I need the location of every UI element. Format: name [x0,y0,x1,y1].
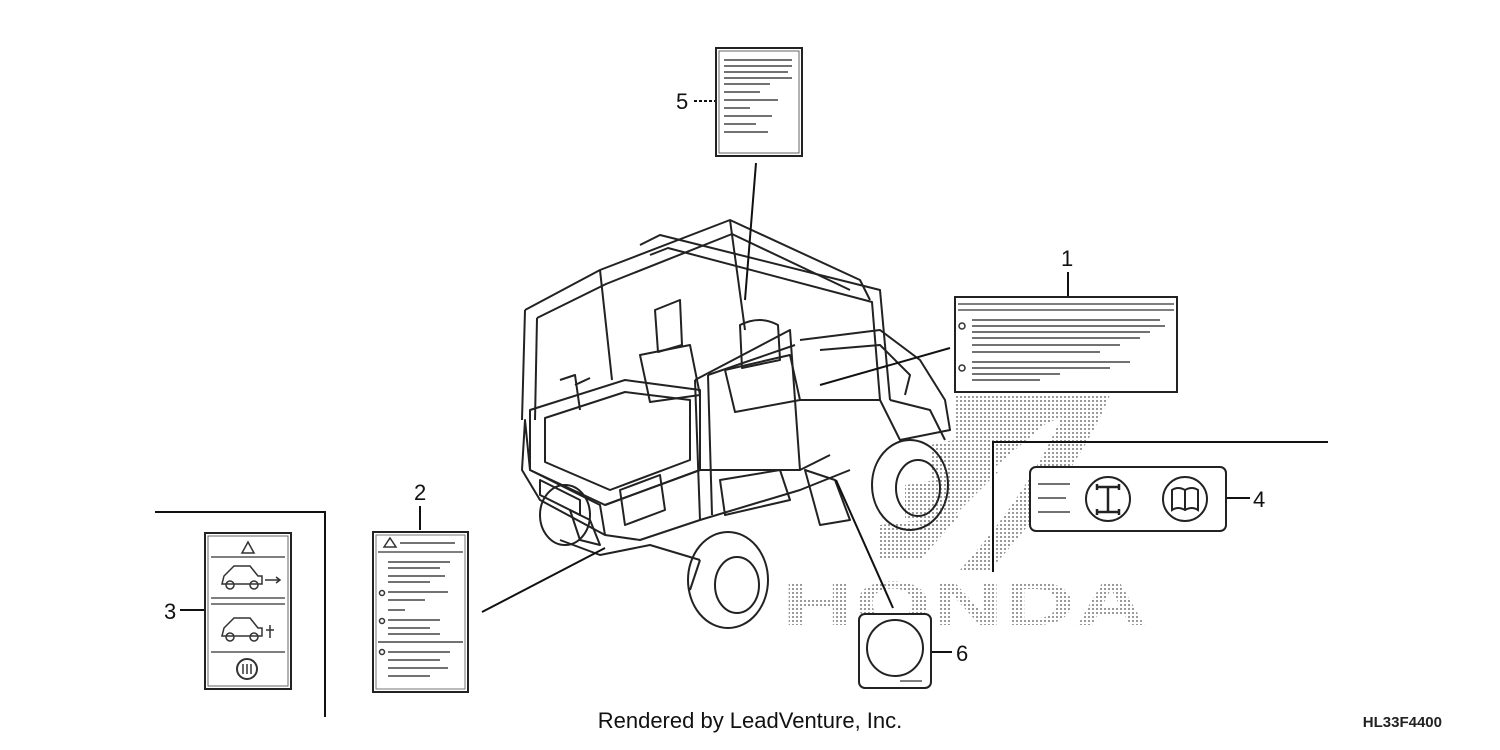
callout-5: 5 [676,89,688,114]
age-restriction-icon [236,658,258,680]
render-credit: Rendered by LeadVenture, Inc. [597,708,903,733]
label-1-warning-label[interactable] [954,296,1178,393]
label-3-pictogram-label[interactable] [204,532,292,690]
label-6-circle-label[interactable] [858,613,932,689]
utv-vehicle-drawing [521,219,951,629]
four-wheel-drive-icon [1085,476,1131,522]
callout-6: 6 [956,641,968,666]
callout-4: 4 [1253,487,1265,512]
owners-manual-icon [1162,476,1208,522]
vehicle-pictogram-icon [221,565,282,590]
diagram-code: HL33F4400 [1362,714,1442,731]
honda-watermark-text: HONDA [782,570,1147,639]
callout-3: 3 [164,599,176,624]
label-5-caution-label[interactable] [715,47,803,157]
callout-1: 1 [1061,246,1073,271]
callout-2: 2 [414,480,426,505]
vehicle-tilt-pictogram-icon [221,617,274,642]
warning-triangle-icon [240,540,256,554]
leader-lines [155,100,1328,717]
label-4-icon-label[interactable] [1029,466,1227,532]
label-2-caution-label[interactable] [372,531,469,693]
